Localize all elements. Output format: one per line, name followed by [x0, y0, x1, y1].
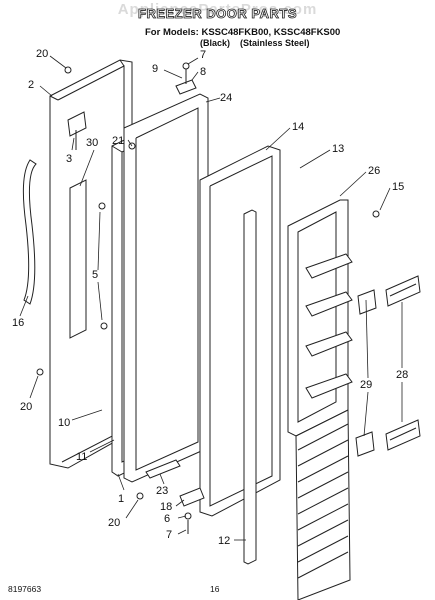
shelf-liner-assembly	[287, 199, 353, 600]
watermark-text: AppliancePartsPros.com	[117, 1, 318, 18]
callout-26: 26	[368, 165, 380, 177]
callout-13: 13	[332, 143, 344, 155]
shelf-front-upper	[385, 275, 421, 307]
shelf-front-lower	[385, 419, 421, 451]
callout-7-bottom: 7	[166, 529, 172, 541]
gasket-strip	[243, 209, 257, 565]
callout-20-left: 20	[20, 401, 32, 413]
door-handle	[22, 159, 37, 305]
callout-9: 9	[152, 63, 158, 75]
callout-1: 1	[118, 493, 124, 505]
callout-18: 18	[160, 501, 172, 513]
callout-5: 5	[92, 269, 98, 281]
model-numbers: For Models: KSSC48FKB00, KSSC48FKS00	[145, 27, 341, 38]
callout-20-top: 20	[36, 48, 48, 60]
callout-7-top: 7	[200, 49, 206, 61]
callout-24: 24	[220, 92, 232, 104]
callout-labels: 20 2 3 30 5 16 20 10 11 1 20 21 24 9 7 8…	[12, 48, 408, 547]
callout-16: 16	[12, 317, 24, 329]
shelf-end-cap-upper	[357, 289, 377, 315]
callout-8: 8	[200, 66, 206, 78]
door-liner-frame	[123, 93, 209, 483]
callout-10: 10	[58, 417, 70, 429]
callout-3: 3	[66, 153, 72, 165]
leader-lines	[19, 55, 403, 541]
callout-2: 2	[28, 79, 34, 91]
diagram-title: FREEZER DOOR PARTS	[138, 6, 297, 22]
callout-21: 21	[112, 135, 124, 147]
bottom-bracket	[145, 459, 181, 479]
top-hinge	[175, 62, 197, 95]
finish-stainless-label: (Stainless Steel)	[240, 38, 310, 48]
page-number: 16	[210, 584, 220, 594]
document-number: 8197663	[8, 584, 42, 594]
callout-20-bottom: 20	[108, 517, 120, 529]
callout-23: 23	[156, 485, 168, 497]
bottom-hinge	[179, 487, 205, 534]
callout-15: 15	[392, 181, 404, 193]
finish-black-label: (Black)	[200, 38, 231, 48]
inner-liner	[199, 145, 281, 517]
callout-30: 30	[86, 137, 98, 149]
callout-12: 12	[218, 535, 230, 547]
callout-6: 6	[164, 513, 170, 525]
callout-11: 11	[76, 451, 87, 463]
callout-28: 28	[396, 369, 408, 381]
callout-29: 29	[360, 379, 372, 391]
callout-14: 14	[292, 121, 304, 133]
shelf-end-cap-lower	[355, 431, 375, 457]
